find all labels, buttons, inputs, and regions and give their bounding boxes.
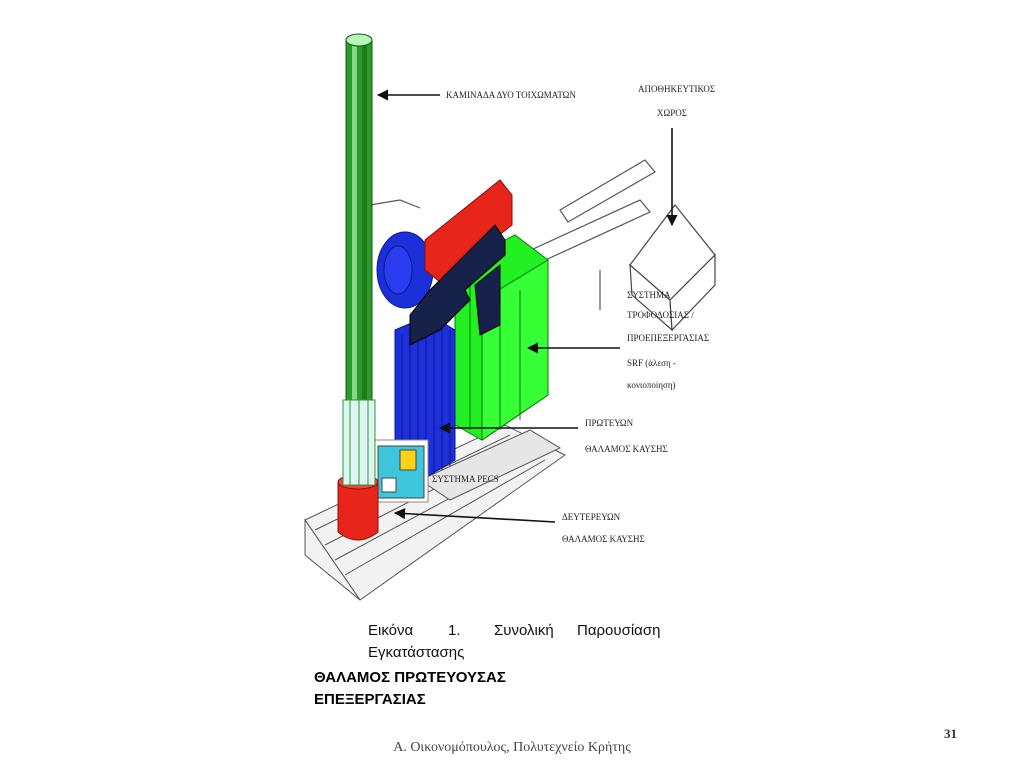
- feed-label-line5: κονιοποίηση): [627, 380, 676, 390]
- storage-label-line2: ΧΩΡΟΣ: [657, 108, 687, 118]
- feed-label-line4: SRF (άλεση -: [627, 358, 676, 368]
- storage-label-line1: ΑΠΟΘΗΚΕΥΤΙΚΟΣ: [638, 84, 715, 94]
- feed-label-line1: ΣΥΣΤΗΜΑ: [627, 290, 671, 300]
- feed-label-line2: ΤΡΟΦΟΔΟΣΙΑΣ /: [627, 310, 694, 320]
- annotation-arrows: [376, 89, 678, 523]
- heading-line-1: ΘΑΛΑΜΟΣ ΠΡΩΤΕΥΟΥΣΑΣ: [314, 669, 506, 686]
- storage-cube: [629, 204, 716, 332]
- caption-word-1: Εικόνα: [368, 622, 414, 639]
- secondary-label-line2: ΘΑΛΑΜΟΣ ΚΑΥΣΗΣ: [562, 534, 645, 544]
- primary-label-line2: ΘΑΛΑΜΟΣ ΚΑΥΣΗΣ: [585, 444, 668, 454]
- conveyor: [369, 159, 656, 310]
- secondary-arrow: [393, 507, 556, 523]
- pecs-module: [373, 439, 429, 503]
- caption-line-2: Εγκατάστασης: [368, 644, 465, 661]
- primary-label-line1: ΠΡΩΤΕΥΩΝ: [585, 418, 634, 428]
- red-duct: [424, 179, 513, 283]
- chimney-label: ΚΑΜΙΝΑΔΑ ΔΥΟ ΤΟΙΧΩΜΑΤΩΝ: [446, 90, 576, 100]
- pecs-label: ΣΥΣΤΗΜΑ PECS: [432, 474, 499, 484]
- primary-chamber: [376, 231, 456, 479]
- footer-author: Α. Οικονομόπουλος, Πολυτεχνείο Κρήτης: [393, 740, 631, 755]
- chimney: [342, 33, 376, 486]
- caption-word-4: Παρουσίαση: [577, 622, 661, 639]
- caption-word-2: 1.: [448, 622, 461, 639]
- feed-label-line3: ΠΡΟΕΠΕΞΕΡΓΑΣΙΑΣ: [627, 333, 709, 343]
- heading-line-2: ΕΠΕΞΕΡΓΑΣΙΑΣ: [314, 691, 426, 708]
- navy-duct: [409, 224, 506, 346]
- caption-word-3: Συνολική: [494, 622, 554, 639]
- page-number: 31: [944, 726, 957, 741]
- secondary-label-line1: ΔΕΥΤΕΡΕΥΩΝ: [562, 512, 621, 522]
